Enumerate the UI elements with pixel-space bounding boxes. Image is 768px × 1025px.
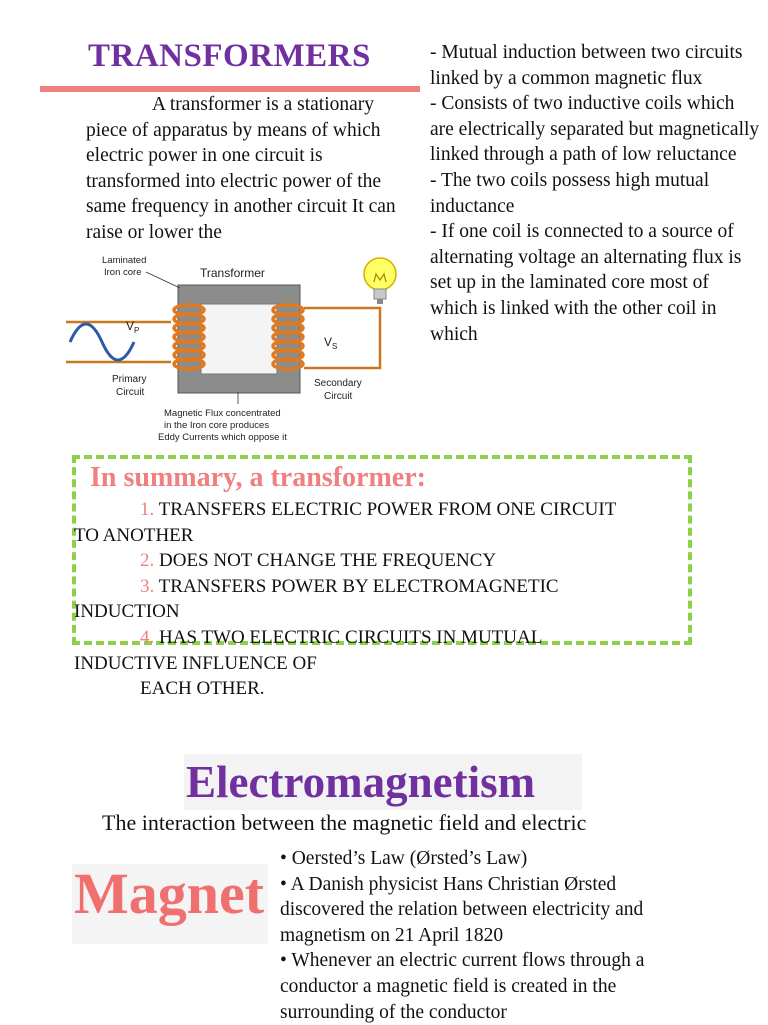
bullet-oersted-law: • Oersted’s Law (Ørsted’s Law) — [280, 848, 528, 869]
electromagnetism-subtitle: The interaction between the magnetic fie… — [102, 810, 587, 835]
summary-item-number: 1. — [140, 499, 155, 520]
vs-label: VS — [324, 335, 337, 351]
transformers-title: TRANSFORMERS — [88, 38, 371, 74]
flux-label-line-2: in the Iron core produces — [164, 420, 269, 431]
summary-item-number: 4. — [140, 626, 155, 648]
summary-item-text: DOES NOT CHANGE THE FREQUENCY — [159, 550, 497, 572]
summary-dashed-box — [72, 455, 692, 645]
light-bulb-icon — [363, 257, 397, 304]
core-window — [200, 303, 278, 375]
secondary-coil — [271, 303, 305, 371]
transformer-points: - Mutual induction between two circuits … — [430, 40, 760, 450]
primary-label-line-2: Circuit — [116, 387, 145, 398]
summary-item-text: TRANSFERS ELECTRIC POWER FROM ONE CIRCUI… — [158, 499, 617, 520]
secondary-label-line-2: Circuit — [324, 391, 353, 402]
flux-label-line-3: Eddy Currents which oppose it — [158, 432, 287, 443]
summary-item-3: 3. TRANSFERS POWER BY ELECTROMAGNETIC IN… — [74, 574, 704, 625]
bullet-current-field: • Whenever an electric current flows thr… — [280, 950, 645, 1023]
secondary-wire — [304, 306, 382, 370]
secondary-label-line-1: Secondary — [314, 378, 362, 389]
summary-item-4: 4. HAS TWO ELECTRIC CIRCUITS IN MUTUAL I… — [74, 625, 704, 702]
vp-label: VP — [126, 319, 139, 335]
summary-item-text: INDUCTION — [74, 601, 180, 623]
oersted-bullets: • Oersted’s Law (Ørsted’s Law) • A Danis… — [280, 846, 700, 1025]
flux-label-line-1: Magnetic Flux concentrated — [164, 408, 281, 419]
primary-wire — [66, 320, 171, 364]
summary-item-text: INDUCTIVE INFLUENCE OF — [74, 652, 317, 674]
summary-item-number: 3. — [140, 575, 155, 597]
summary-list: 1. TRANSFERS ELECTRIC POWER FROM ONE CIR… — [74, 497, 704, 702]
primary-coil — [172, 303, 206, 371]
core-label-line-1: Laminated — [102, 255, 146, 266]
sine-wave-icon — [68, 322, 136, 362]
core-label-line-2: Iron core — [104, 267, 142, 278]
summary-item-2: 2. DOES NOT CHANGE THE FREQUENCY — [74, 548, 704, 574]
summary-item-number: 2. — [140, 550, 155, 572]
title-underline — [40, 86, 420, 92]
magnet-heading-background — [72, 864, 268, 944]
point-two-coils: - Consists of two inductive coils which … — [430, 93, 760, 166]
magnet-heading: Magnet — [74, 861, 265, 926]
summary-item-text: EACH OTHER. — [140, 678, 265, 700]
point-high-inductance: - The two coils possess high mutual indu… — [430, 169, 710, 217]
transformer-intro-paragraph: A transformer is a stationary piece of a… — [86, 94, 396, 243]
transformer-diagram: Transformer Laminated Iron core VP VS Pr… — [66, 255, 397, 443]
primary-label-line-1: Primary — [112, 374, 146, 385]
electromagnetism-title: Electromagnetism — [186, 757, 536, 807]
summary-item-1: 1. TRANSFERS ELECTRIC POWER FROM ONE CIR… — [74, 497, 704, 548]
core-pointer — [145, 271, 181, 289]
summary-heading: In summary, a transformer: — [90, 462, 426, 493]
summary-item-text: TO ANOTHER — [74, 524, 194, 546]
bullet-danish-physicist: • A Danish physicist Hans Christian Ørst… — [280, 873, 644, 946]
diagram-title: Transformer — [200, 266, 265, 280]
summary-item-text: TRANSFERS POWER BY ELECTROMAGNETIC — [158, 575, 559, 597]
summary-item-text: HAS TWO ELECTRIC CIRCUITS IN MUTUAL — [159, 626, 543, 648]
electromagnetism-title-background — [184, 754, 582, 810]
point-mutual-induction: - Mutual induction between two circuits … — [430, 42, 743, 89]
point-alternating-flux: - If one coil is connected to a source o… — [430, 221, 742, 345]
